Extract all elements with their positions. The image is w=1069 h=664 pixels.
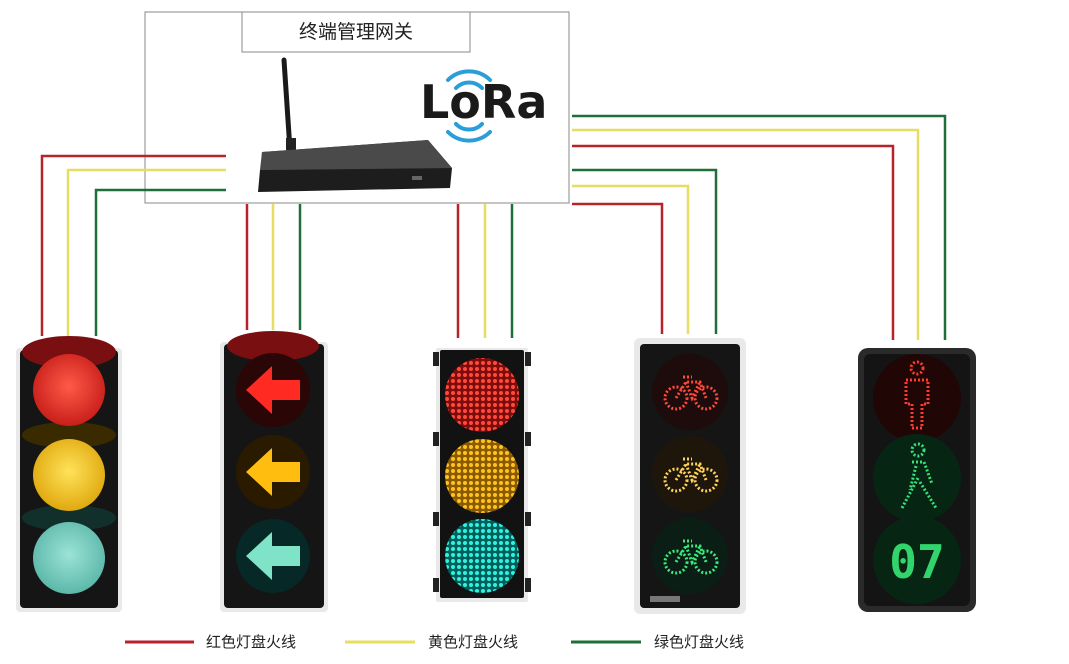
gateway-title: 终端管理网关 xyxy=(299,21,413,43)
wire-4-red xyxy=(572,202,664,334)
red-left-arrow-icon xyxy=(246,366,300,414)
legend-red-label: 红色灯盘火线 xyxy=(206,633,296,651)
green-circle-lamp xyxy=(33,522,105,594)
green-left-arrow-icon xyxy=(246,532,300,580)
green-bicycle-icon xyxy=(663,539,719,575)
lora-text: LoRa xyxy=(420,75,547,129)
green-pedestrian-icon xyxy=(900,442,938,509)
gateway-title-box xyxy=(241,11,471,53)
red-led-dot-lamp xyxy=(445,358,519,432)
legend-yellow-label: 黄色灯盘火线 xyxy=(428,633,518,651)
traffic-light-4 xyxy=(634,338,746,614)
countdown-display: 07 xyxy=(889,535,944,589)
wire-5-yellow xyxy=(572,128,920,340)
yellow-left-arrow-icon xyxy=(246,448,300,496)
wire-5-red xyxy=(572,144,895,340)
red-circle-lamp xyxy=(33,354,105,426)
traffic-light-1 xyxy=(16,336,122,612)
lora-logo: LoRa xyxy=(420,69,547,143)
red-pedestrian-icon xyxy=(904,360,930,430)
wire-1-yellow xyxy=(66,168,226,336)
wire-1-green xyxy=(94,188,226,336)
wire-4-green xyxy=(572,168,718,334)
yellow-led-dot-lamp xyxy=(445,439,519,513)
gateway-panel: 终端管理网关 LoRa xyxy=(144,11,570,204)
red-bicycle-icon xyxy=(663,375,719,411)
wires xyxy=(40,114,947,340)
wire-4-yellow xyxy=(572,184,690,334)
legend-green-label: 绿色灯盘火线 xyxy=(654,633,744,651)
yellow-bicycle-icon xyxy=(663,457,719,493)
wire-1-red xyxy=(40,154,226,336)
wifi-signal-icon xyxy=(446,69,492,143)
traffic-light-2 xyxy=(220,331,328,612)
traffic-light-3 xyxy=(433,348,531,602)
router-icon xyxy=(258,57,452,192)
yellow-circle-lamp xyxy=(33,439,105,511)
legend: 红色灯盘火线 黄色灯盘火线 绿色灯盘火线 xyxy=(125,633,744,651)
wire-5-green xyxy=(572,114,947,340)
green-led-dot-lamp xyxy=(445,519,519,593)
traffic-light-5: 07 xyxy=(858,348,976,612)
